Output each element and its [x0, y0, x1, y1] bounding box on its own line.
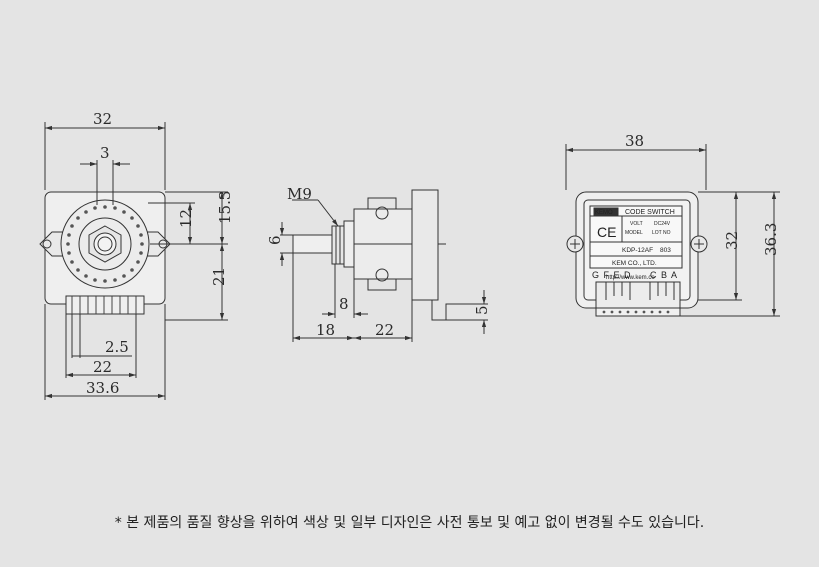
pin-letters-left: G F E D [592, 270, 632, 280]
dim-h21: 21 [210, 267, 228, 286]
label-rating: DC24V [654, 221, 671, 227]
shaft-circle [93, 232, 117, 256]
side-shaft [292, 234, 336, 254]
label-brand: KEMO [595, 210, 613, 216]
dim-front-width: 32 [93, 110, 112, 128]
dim-bushing: 8 [339, 295, 349, 313]
side-pin [431, 300, 458, 321]
side-pcb [411, 189, 439, 301]
dim-h15-3: 15.3 [216, 191, 234, 224]
dim-body-len: 22 [375, 321, 394, 339]
dim-rear-width: 38 [625, 132, 644, 150]
shaft-inner [97, 236, 113, 252]
mount-hole-left [42, 239, 52, 249]
label-lot: 803 [660, 247, 671, 254]
label-model: KDP-12AF [622, 247, 653, 254]
nut-outer [78, 217, 132, 271]
label-model-header: MODEL [625, 230, 643, 236]
dim-pin-pitch: 2.5 [105, 338, 129, 356]
label-company: KEM CO., LTD. [612, 260, 657, 267]
dim-pin-len: 5 [473, 305, 491, 315]
dim-rear-height: 32 [723, 231, 741, 250]
label-ce-mark: CE [597, 224, 616, 240]
label-product: CODE SWITCH [625, 209, 675, 216]
dim-shaft-len: 18 [316, 321, 335, 339]
label-lot-header: LOT NO [652, 230, 671, 236]
rear-pin-block [595, 281, 681, 309]
pins [71, 296, 137, 314]
contact-dots [66, 205, 144, 283]
side-nut [331, 225, 345, 265]
dim-h12: 12 [177, 209, 195, 228]
dim-shaft-flat: 3 [100, 144, 110, 162]
dim-pin-span: 22 [93, 358, 112, 376]
side-view [279, 189, 488, 342]
pin-block [65, 295, 145, 315]
dim-shaft-dia: 6 [266, 235, 284, 245]
footnote: * 본 제품의 품질 향상을 위하여 색상 및 일부 디자인은 사전 통보 및 … [114, 515, 705, 531]
front-view [39, 122, 228, 400]
pin-letters-right: C B A [650, 270, 679, 280]
label-volt: VOLT [630, 221, 643, 227]
dim-rear-overall: 36.3 [762, 223, 780, 256]
dim-base-width: 33.6 [86, 379, 119, 397]
label-url: http://www.kem.co [606, 275, 655, 281]
dim-thread: M9 [287, 185, 312, 203]
brand-logo [593, 207, 619, 216]
rear-view [565, 144, 780, 317]
side-washer [343, 220, 355, 268]
